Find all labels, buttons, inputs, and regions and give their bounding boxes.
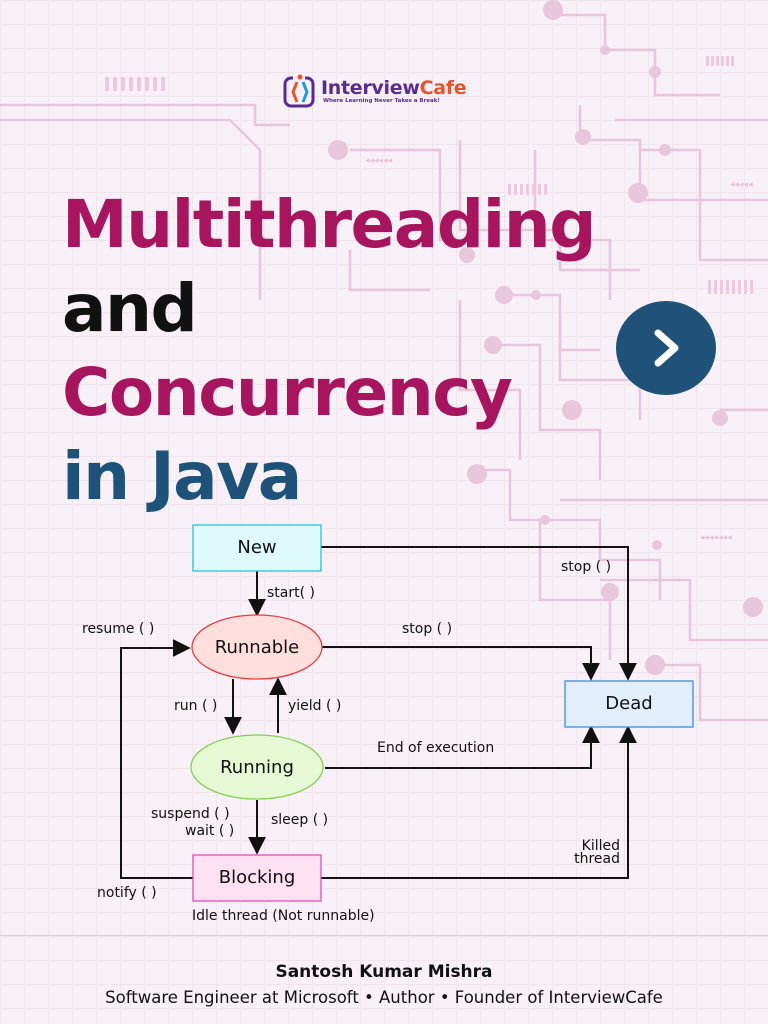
- edge-runnable-dead: [322, 646, 600, 681]
- label-end-of-execution: End of execution: [377, 740, 494, 756]
- label-resume: resume ( ): [82, 621, 154, 637]
- edge-new-dead: [321, 546, 637, 681]
- state-runnable-label: Runnable: [215, 637, 299, 658]
- svg-text:◂◂◂◂◂◂◂: ◂◂◂◂◂◂◂: [700, 533, 732, 543]
- title-line-1: Multithreading: [62, 186, 596, 263]
- label-notify: notify ( ): [97, 885, 157, 901]
- brand-name-part1: Interview: [321, 77, 420, 100]
- state-blocking-label: Blocking: [219, 867, 296, 888]
- svg-text:◂◂◂◂◂: ◂◂◂◂◂: [730, 180, 753, 190]
- next-button[interactable]: [616, 301, 716, 395]
- edge-running-dead: [325, 725, 600, 769]
- label-stop-top: stop ( ): [561, 559, 611, 575]
- label-sleep: sleep ( ): [271, 812, 328, 828]
- title-line-4: in Java: [62, 438, 302, 515]
- logo-bracket-icon: [283, 74, 315, 108]
- state-new-box: [192, 524, 322, 572]
- label-yield: yield ( ): [288, 698, 341, 714]
- state-running-label: Running: [220, 757, 294, 778]
- title-line-2: and: [62, 270, 198, 347]
- state-new-label: New: [237, 537, 276, 558]
- state-runnable-ellipse: [191, 614, 323, 680]
- brand-name: InterviewCafe: [321, 77, 467, 100]
- label-run: run ( ): [174, 698, 217, 714]
- edge-blocking-runnable: [120, 639, 193, 879]
- state-dead-box: [564, 680, 694, 728]
- label-suspend: suspend ( ): [151, 806, 230, 822]
- state-running-ellipse: [190, 734, 324, 800]
- footer-divider: [0, 935, 768, 936]
- author-role: Software Engineer at Microsoft • Author …: [105, 988, 663, 1007]
- state-dead-label: Dead: [605, 693, 652, 714]
- brand-name-part2: Cafe: [419, 77, 467, 100]
- label-wait: wait ( ): [185, 823, 234, 839]
- title-line-3: Concurrency: [62, 354, 513, 431]
- label-idle-thread: Idle thread (Not runnable): [192, 908, 375, 924]
- state-blocking-box: [192, 854, 322, 902]
- svg-text:◂◂◂◂◂◂: ◂◂◂◂◂◂: [365, 156, 393, 166]
- label-start: start( ): [267, 585, 315, 601]
- edge-blocking-dead: [321, 725, 637, 879]
- chevron-right-icon: [654, 329, 679, 367]
- author-name: Santosh Kumar Mishra: [275, 962, 493, 982]
- label-stop-mid: stop ( ): [402, 621, 452, 637]
- label-killed: Killed: [582, 838, 620, 854]
- brand-logo: InterviewCafe Where Learning Never Takes…: [283, 74, 467, 110]
- brand-tagline: Where Learning Never Takes a Break!: [323, 98, 440, 105]
- label-thread: thread: [574, 851, 620, 867]
